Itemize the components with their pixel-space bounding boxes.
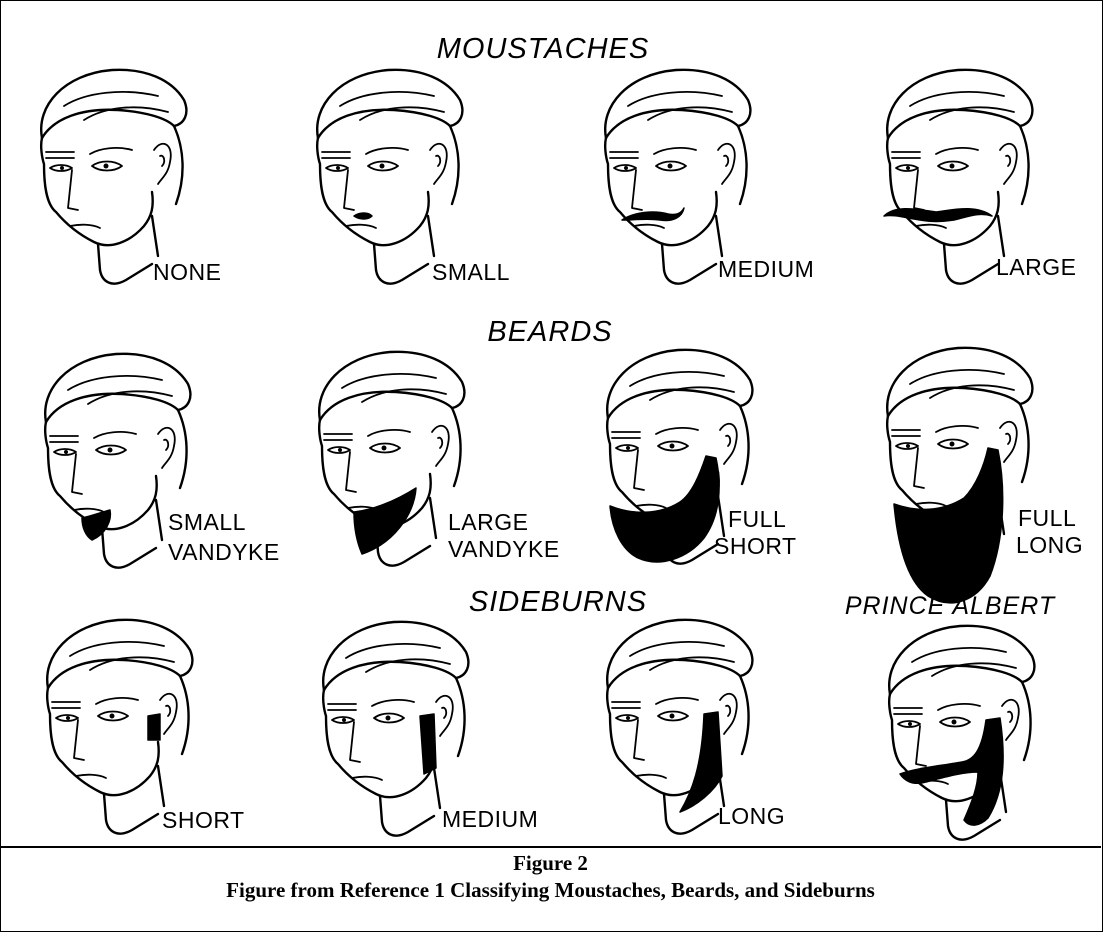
facial-hair-illustration: MOUSTACHES NONE SMALL MEDIUM LARGE BEARD… — [0, 0, 1101, 845]
prince-albert-heading: PRINCE ALBERT — [845, 592, 1056, 620]
figure-number: Figure 2 — [0, 850, 1101, 877]
face-sideburns-short — [47, 620, 192, 834]
face-sideburns-medium — [323, 622, 468, 836]
label-beard-large-vandyke-1: LARGE — [448, 509, 528, 535]
label-beard-full-long-1: FULL — [1018, 505, 1076, 531]
face-beard-full-long — [887, 348, 1032, 603]
face-moustache-none — [41, 70, 186, 284]
label-beard-full-short-2: SHORT — [714, 533, 797, 559]
face-beard-large-vandyke — [319, 352, 464, 566]
caption-divider — [0, 846, 1101, 848]
face-prince-albert — [889, 626, 1034, 840]
label-beard-small-vandyke-1: SMALL — [168, 509, 246, 535]
label-sideburns-long: LONG — [718, 803, 785, 829]
face-moustache-large — [884, 70, 1032, 284]
label-beard-full-long-2: LONG — [1016, 532, 1083, 558]
beards-heading: BEARDS — [487, 316, 612, 348]
label-moustache-none: NONE — [153, 259, 221, 285]
face-beard-small-vandyke — [45, 354, 190, 568]
label-beard-small-vandyke-2: VANDYKE — [168, 539, 280, 565]
label-moustache-small: SMALL — [432, 259, 510, 285]
figure-title: Figure from Reference 1 Classifying Mous… — [0, 877, 1101, 904]
label-moustache-medium: MEDIUM — [718, 256, 814, 282]
label-sideburns-short: SHORT — [162, 807, 245, 833]
label-sideburns-medium: MEDIUM — [442, 806, 538, 832]
face-moustache-small — [317, 70, 462, 284]
label-moustache-large: LARGE — [996, 254, 1076, 280]
sideburns-heading: SIDEBURNS — [469, 586, 647, 618]
figure-caption: Figure 2 Figure from Reference 1 Classif… — [0, 850, 1101, 904]
label-beard-large-vandyke-2: VANDYKE — [448, 536, 560, 562]
moustaches-heading: MOUSTACHES — [437, 33, 649, 65]
label-beard-full-short-1: FULL — [728, 506, 786, 532]
face-sideburns-long — [607, 620, 752, 834]
face-moustache-medium — [605, 70, 750, 284]
